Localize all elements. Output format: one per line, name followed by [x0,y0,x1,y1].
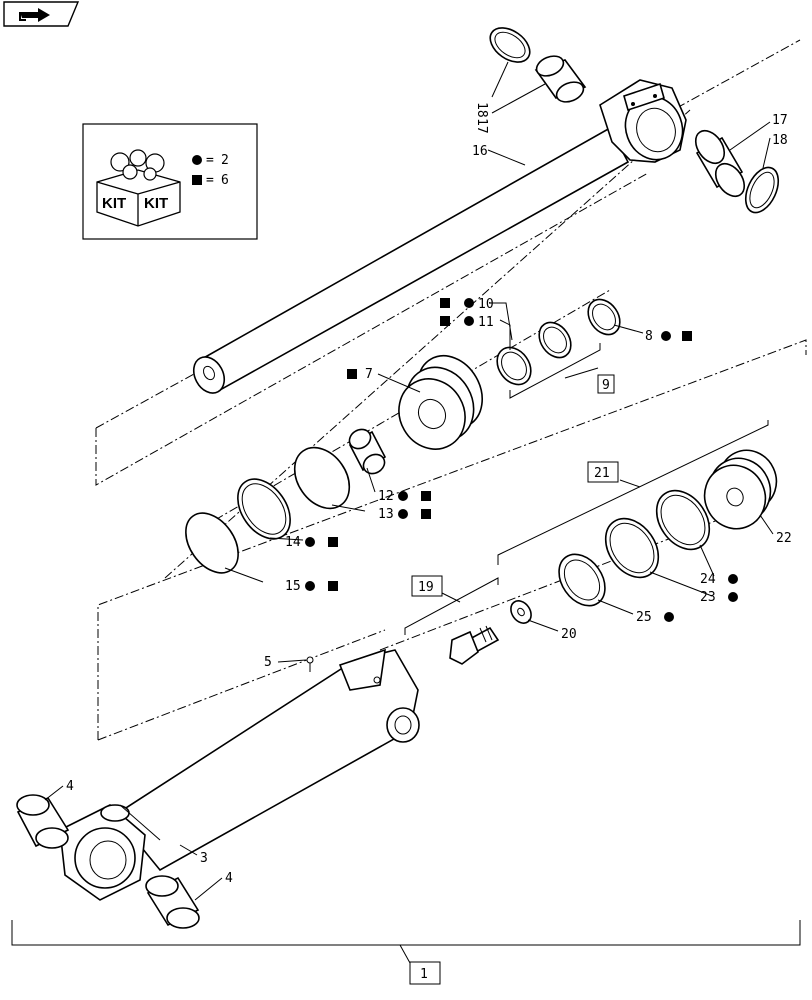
kit-text-right: KIT [144,195,168,212]
legend-equals-square: = [206,173,214,188]
part-17-bushing-top [534,55,587,103]
callout-9: 9 [602,378,610,393]
callout-5: 5 [264,655,272,670]
legend-circle-value: 2 [221,153,229,168]
square-marker-icon [440,298,450,308]
square-marker-icon [682,331,692,341]
callout-20: 20 [561,627,577,642]
part-10-seal [538,321,572,359]
part-8-ring [587,298,621,336]
part-20-washer [510,600,532,624]
part-14-ring [237,478,291,540]
part-5-grease-fitting [306,656,314,672]
part-18-ring-right [744,166,780,214]
part-22-gland [703,449,778,530]
callout-17-top: 17 [474,118,489,134]
callouts: 18 17 16 17 18 10 11 8 9 7 12 13 14 15 2… [66,102,792,985]
callout-22: 22 [776,531,792,546]
circle-marker-icon [664,612,674,622]
part-18-ring-top [489,27,531,63]
kit-box-icon: KIT KIT [96,149,181,227]
callout-box-1 [409,961,441,985]
callout-box-21 [587,461,619,483]
part-24-ring [655,489,711,551]
part-17-bushing-right [694,129,746,198]
callout-16: 16 [472,144,488,159]
circle-marker-icon [305,581,315,591]
circle-marker-icon [661,331,671,341]
circle-marker-icon [305,537,315,547]
callout-1: 1 [420,967,428,982]
callout-4-lower: 4 [225,871,233,886]
circle-marker-icon [464,316,474,326]
callout-17-right: 17 [772,113,788,128]
callout-12: 12 [378,489,394,504]
callout-11: 11 [478,315,494,330]
circle-marker-icon [728,574,738,584]
square-marker-icon [421,491,431,501]
square-marker-icon [440,316,450,326]
callout-box-19 [411,575,443,597]
assembly-brackets [11,343,801,946]
kit-legend: KIT KIT = 2 = 6 [82,123,258,240]
callout-box-9 [597,374,615,394]
circle-marker-icon [398,491,408,501]
callout-8: 8 [645,329,653,344]
part-4-bushing-lower [145,875,200,929]
square-marker-icon [328,581,338,591]
part-13-ring [293,446,351,510]
circle-symbol-icon [192,155,202,165]
callout-14: 14 [285,535,301,550]
callout-3: 3 [200,851,208,866]
part-15-ring [185,512,239,574]
callout-21: 21 [594,466,610,481]
legend-equals-circle: = [206,153,214,168]
square-marker-icon [328,537,338,547]
callout-18-top: 18 [474,102,489,118]
navigation-arrow-icon[interactable] [3,1,80,27]
callout-7: 7 [365,367,373,382]
leader-lines [44,61,774,964]
part-25-ring [558,553,606,607]
circle-marker-icon [728,592,738,602]
part-11-seal [496,346,532,386]
part-3-cylinder-barrel [59,648,420,901]
callout-4-upper: 4 [66,779,74,794]
callout-15: 15 [285,579,301,594]
kit-text-left: KIT [102,195,126,212]
circle-marker-icon [398,509,408,519]
square-marker-icon [421,509,431,519]
part-12-bushing [348,428,387,475]
callout-10: 10 [478,297,494,312]
callout-13: 13 [378,507,394,522]
part-16-piston-rod [192,79,687,394]
callout-19: 19 [418,580,434,595]
part-4-bushing-upper [16,794,70,849]
callout-18-right: 18 [772,133,788,148]
legend-square-value: 6 [221,173,229,188]
part-7-piston [398,355,483,450]
part-23-ring [604,517,660,579]
square-symbol-icon [192,175,202,185]
circle-marker-icon [464,298,474,308]
square-marker-icon [347,369,357,379]
part-19-bolt [449,625,500,665]
callout-23: 23 [700,590,716,605]
callout-24: 24 [700,572,716,587]
callout-25: 25 [636,610,652,625]
